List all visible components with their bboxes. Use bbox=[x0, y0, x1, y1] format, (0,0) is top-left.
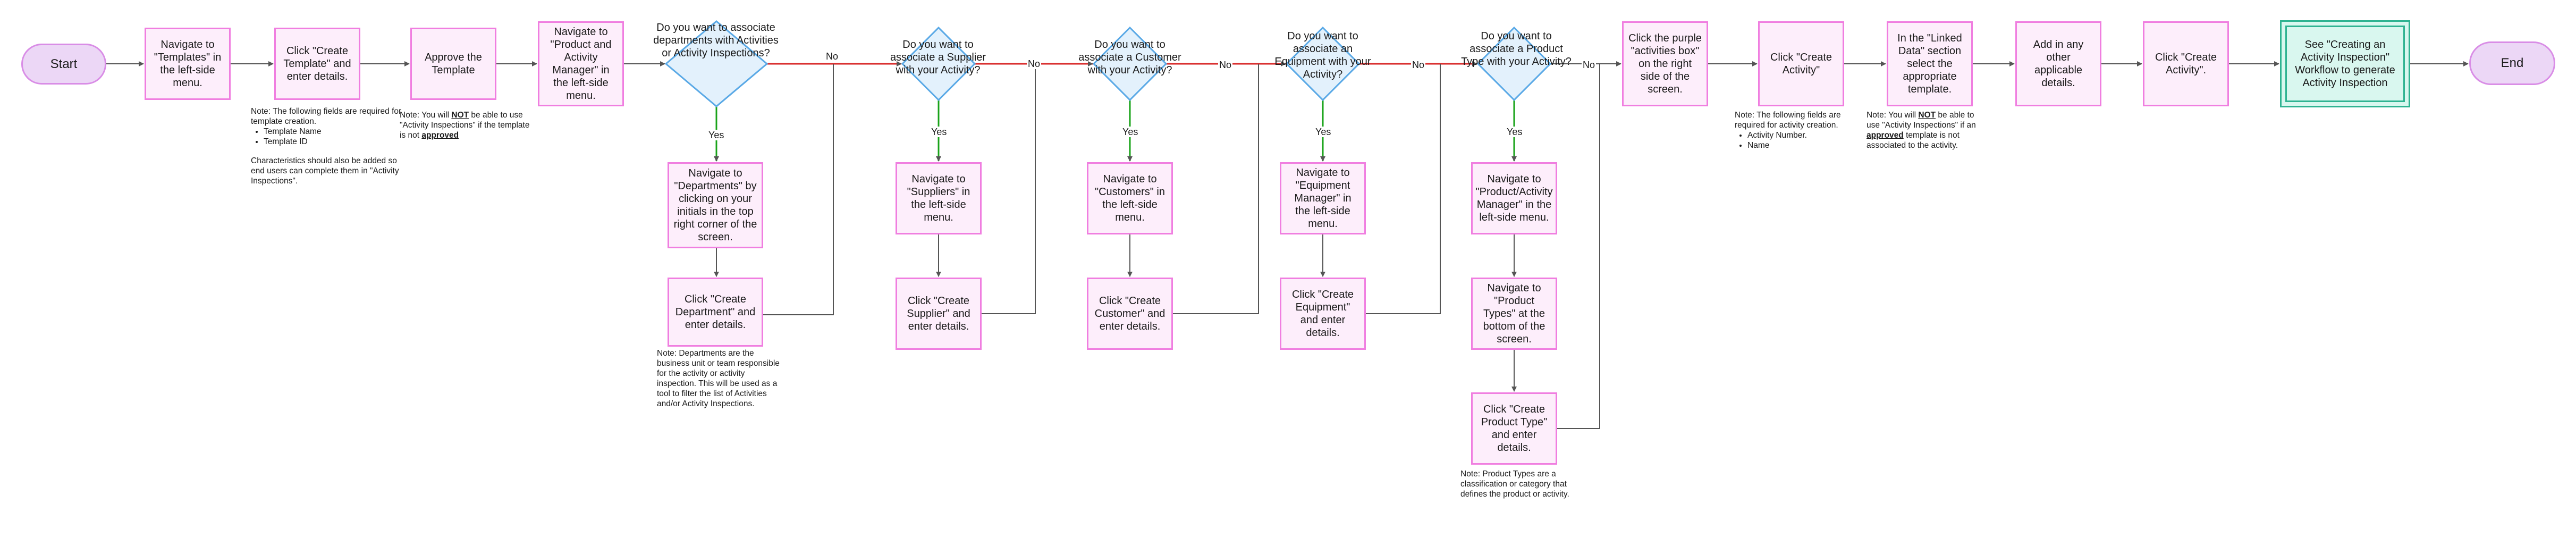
create-activity-final-text: Click "Create Activity". bbox=[2155, 52, 2217, 76]
templates-nav-text: Navigate to "Templates" in the left-side… bbox=[154, 39, 222, 89]
create-equipment-text: Click "Create Equipment" and enter detai… bbox=[1291, 289, 1354, 339]
activities-box-text: Click the purple "activities box" on the… bbox=[1628, 32, 1702, 95]
q-supplier-text: Do you want to associate a Supplier with… bbox=[890, 39, 986, 76]
product-types-nav-text: Navigate to "Product Types" at the botto… bbox=[1483, 282, 1545, 345]
add-details-text: Add in any other applicable details. bbox=[2033, 39, 2084, 89]
see-workflow-text: See "Creating an Activity Inspection" Wo… bbox=[2295, 39, 2395, 89]
create-product-type-text: Click "Create Product Type" and enter de… bbox=[1481, 404, 1548, 454]
activity-note-intro: Note: The following fields are required … bbox=[1735, 111, 1841, 130]
no-label-departments: No bbox=[825, 51, 840, 62]
linked-data-note: Note: You will NOT be able to use "Activ… bbox=[1866, 110, 1982, 150]
add-details-step: Add in any other applicable details. bbox=[2015, 21, 2101, 106]
end-terminal: End bbox=[2469, 41, 2555, 85]
no-label-supplier: No bbox=[1027, 58, 1042, 69]
linked-note-e: template is not associated to the activi… bbox=[1866, 131, 1960, 150]
template-note-extra: Characteristics should also be added so … bbox=[251, 156, 399, 186]
create-product-type-step: Click "Create Product Type" and enter de… bbox=[1471, 392, 1557, 465]
q-customer-text: Do you want to associate a Customer with… bbox=[1078, 39, 1181, 76]
customers-nav-text: Navigate to "Customers" in the left-side… bbox=[1094, 173, 1165, 223]
approve-note-a: Note: You will bbox=[400, 111, 452, 120]
approve-template-step: Approve the Template bbox=[410, 28, 496, 100]
create-template-step: Click "Create Template" and enter detail… bbox=[274, 28, 360, 100]
suppliers-nav-step: Navigate to "Suppliers" in the left-side… bbox=[896, 162, 982, 234]
linked-note-c: be able to use "Activity Inspections" if… bbox=[1866, 111, 1976, 130]
approve-note-not: NOT bbox=[451, 111, 469, 120]
template-note-list: Template Name Template ID bbox=[251, 127, 406, 147]
yes-label-departments: Yes bbox=[707, 130, 725, 140]
product-nav-text: Navigate to "Product/Activity Manager" i… bbox=[1475, 173, 1553, 223]
create-customer-text: Click "Create Customer" and enter detail… bbox=[1094, 295, 1165, 332]
return-connector-equipment bbox=[1366, 64, 1441, 314]
linked-note-not: NOT bbox=[1918, 111, 1936, 120]
approve-note-c: be able to use "Activity Inspections" if… bbox=[400, 111, 530, 140]
activity-note: Note: The following fields are required … bbox=[1735, 110, 1856, 150]
departments-nav-step: Navigate to "Departments" by clicking on… bbox=[668, 162, 763, 248]
start-label: Start bbox=[50, 56, 78, 71]
see-workflow-subprocess: See "Creating an Activity Inspection" Wo… bbox=[2280, 20, 2410, 107]
create-template-text: Click "Create Template" and enter detail… bbox=[283, 45, 351, 82]
template-note: Note: The following fields are required … bbox=[251, 106, 406, 186]
template-note-item: Template ID bbox=[264, 137, 406, 147]
linked-data-step: In the "Linked Data" section select the … bbox=[1887, 21, 1973, 106]
yes-label-product: Yes bbox=[1506, 127, 1524, 137]
return-connector-product-type bbox=[1557, 64, 1600, 429]
create-activity-text: Click "Create Activity" bbox=[1770, 52, 1832, 76]
end-label: End bbox=[2501, 56, 2524, 70]
equipment-nav-step: Navigate to "Equipment Manager" in the l… bbox=[1280, 162, 1366, 234]
linked-data-text: In the "Linked Data" section select the … bbox=[1897, 32, 1962, 95]
return-connector-customer bbox=[1173, 64, 1259, 314]
yes-label-customer: Yes bbox=[1121, 127, 1139, 137]
customers-nav-step: Navigate to "Customers" in the left-side… bbox=[1087, 162, 1173, 234]
activity-note-list: Activity Number. Name bbox=[1735, 130, 1856, 150]
equipment-nav-text: Navigate to "Equipment Manager" in the l… bbox=[1294, 167, 1352, 230]
approve-template-text: Approve the Template bbox=[425, 52, 482, 76]
decision-diamond-supplier bbox=[901, 26, 976, 102]
product-type-note: Note: Product Types are a classification… bbox=[1460, 469, 1569, 499]
activity-note-item: Activity Number. bbox=[1747, 130, 1856, 140]
activities-box-step: Click the purple "activities box" on the… bbox=[1622, 21, 1708, 106]
decision-diamond-departments bbox=[664, 20, 768, 107]
decision-diamond-product bbox=[1476, 26, 1552, 102]
no-label-customer: No bbox=[1218, 60, 1233, 70]
pam-nav-text: Navigate to "Product and Activity Manage… bbox=[550, 26, 612, 102]
suppliers-nav-text: Navigate to "Suppliers" in the left-side… bbox=[907, 173, 970, 223]
q-equipment-text: Do you want to associate an Equipment wi… bbox=[1274, 30, 1371, 80]
q-product-text: Do you want to associate a Product Type … bbox=[1461, 30, 1572, 68]
create-activity-step: Click "Create Activity" bbox=[1758, 21, 1844, 106]
no-label-equipment: No bbox=[1411, 60, 1426, 70]
create-supplier-text: Click "Create Supplier" and enter detail… bbox=[907, 295, 970, 332]
template-note-intro: Note: The following fields are required … bbox=[251, 107, 402, 126]
departments-nav-text: Navigate to "Departments" by clicking on… bbox=[673, 167, 757, 243]
product-nav-step: Navigate to "Product/Activity Manager" i… bbox=[1471, 162, 1557, 234]
start-terminal: Start bbox=[21, 44, 106, 85]
yes-label-equipment: Yes bbox=[1314, 127, 1332, 137]
department-note: Note: Departments are the business unit … bbox=[657, 349, 780, 408]
decision-diamond-customer bbox=[1092, 26, 1168, 102]
template-note-item: Template Name bbox=[264, 127, 406, 137]
create-activity-final-step: Click "Create Activity". bbox=[2143, 21, 2229, 106]
q-departments-text: Do you want to associate departments wit… bbox=[653, 22, 779, 59]
approve-note-approved: approved bbox=[421, 131, 459, 140]
activity-note-item: Name bbox=[1747, 140, 1856, 150]
create-customer-step: Click "Create Customer" and enter detail… bbox=[1087, 278, 1173, 350]
decision-diamond-equipment bbox=[1285, 26, 1361, 102]
product-types-nav-step: Navigate to "Product Types" at the botto… bbox=[1471, 278, 1557, 350]
templates-nav-step: Navigate to "Templates" in the left-side… bbox=[145, 28, 231, 100]
decision-shapes bbox=[664, 20, 1552, 107]
return-connector-department bbox=[763, 64, 834, 315]
return-connector-supplier bbox=[982, 64, 1036, 314]
linked-note-approved: approved bbox=[1866, 131, 1904, 140]
create-department-text: Click "Create Department" and enter deta… bbox=[675, 293, 756, 331]
create-equipment-step: Click "Create Equipment" and enter detai… bbox=[1280, 278, 1366, 350]
no-label-product: No bbox=[1582, 60, 1597, 70]
approve-note: Note: You will NOT be able to use "Activ… bbox=[400, 110, 531, 140]
create-department-step: Click "Create Department" and enter deta… bbox=[668, 278, 763, 347]
create-supplier-step: Click "Create Supplier" and enter detail… bbox=[896, 278, 982, 350]
pam-nav-step: Navigate to "Product and Activity Manage… bbox=[538, 21, 624, 106]
linked-note-a: Note: You will bbox=[1866, 111, 1919, 120]
yes-label-supplier: Yes bbox=[930, 127, 948, 137]
